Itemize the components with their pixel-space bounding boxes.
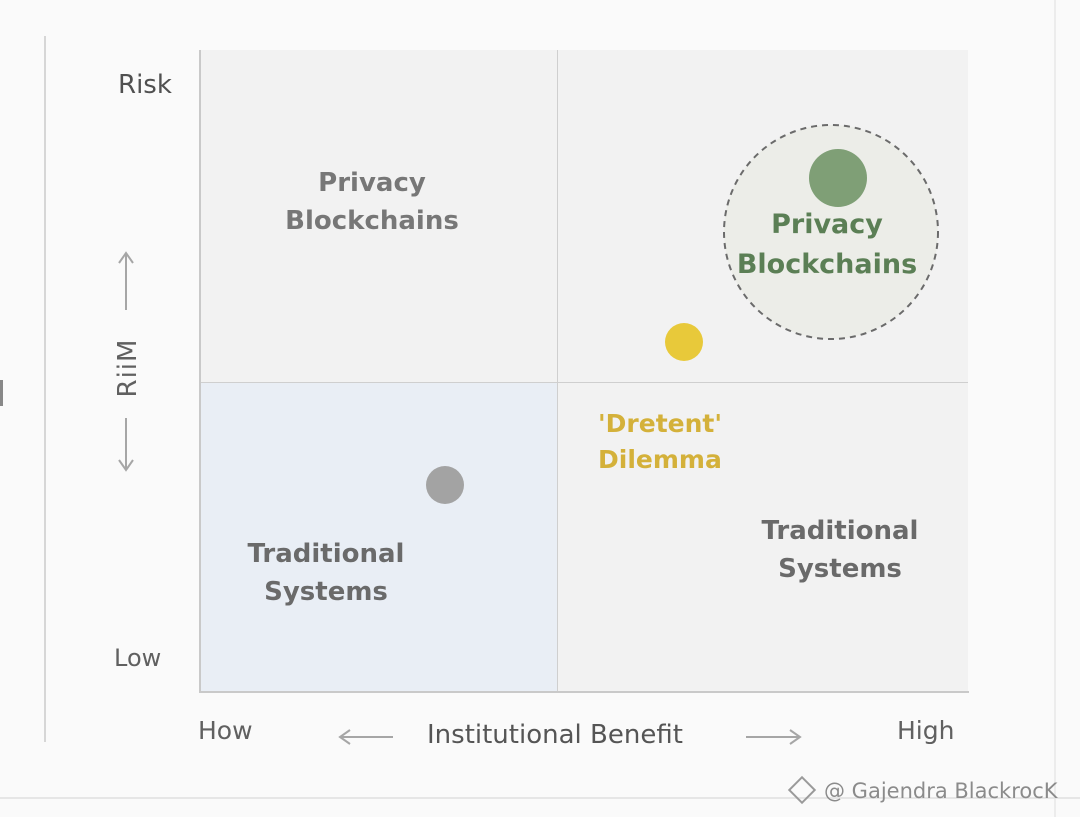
highlight-point <box>809 149 867 207</box>
bottom-page-rule <box>0 797 1080 799</box>
x-left-arrow-icon <box>338 729 393 745</box>
highlight-dashed-circle <box>723 124 939 340</box>
x-axis-right-label: High <box>897 716 955 745</box>
quadrant-top-left-label: Privacy Blockchains <box>285 168 459 236</box>
y-axis-title: RiiM <box>113 338 143 398</box>
quadrant-top-left <box>201 50 557 382</box>
highlight-label: Privacy Blockchains <box>736 209 918 280</box>
x-axis-left-label: How <box>198 716 253 745</box>
vertical-divider <box>557 50 558 692</box>
x-axis-title: Institutional Benefit <box>427 720 683 750</box>
y-up-arrow-icon <box>118 251 134 310</box>
quadrant-bottom-left-label: Traditional Systems <box>247 539 405 607</box>
traditional-point <box>426 466 464 504</box>
quadrant-bottom-left <box>201 383 557 691</box>
dilemma-point <box>665 323 703 361</box>
left-page-rule <box>44 36 46 742</box>
y-axis-line <box>199 50 201 693</box>
x-right-arrow-icon <box>746 729 802 745</box>
horizontal-divider <box>201 382 968 383</box>
dilemma-label: 'Dretent' Dilemma <box>598 409 722 474</box>
diamond-logo-icon <box>787 775 817 805</box>
y-axis-bottom-label: Low <box>114 644 162 672</box>
right-page-rule <box>1054 0 1056 817</box>
x-axis-line <box>199 691 969 693</box>
watermark-text: @ Gajendra BlackrocK <box>824 779 1058 803</box>
watermark: @ Gajendra BlackrocK <box>787 775 1058 805</box>
quadrant-bottom-right <box>558 383 968 691</box>
y-axis-top-label: Risk <box>118 70 172 100</box>
left-edge-tick <box>0 380 3 406</box>
y-down-arrow-icon <box>118 418 134 472</box>
quadrant-bottom-right-label: Traditional Systems <box>761 516 919 584</box>
